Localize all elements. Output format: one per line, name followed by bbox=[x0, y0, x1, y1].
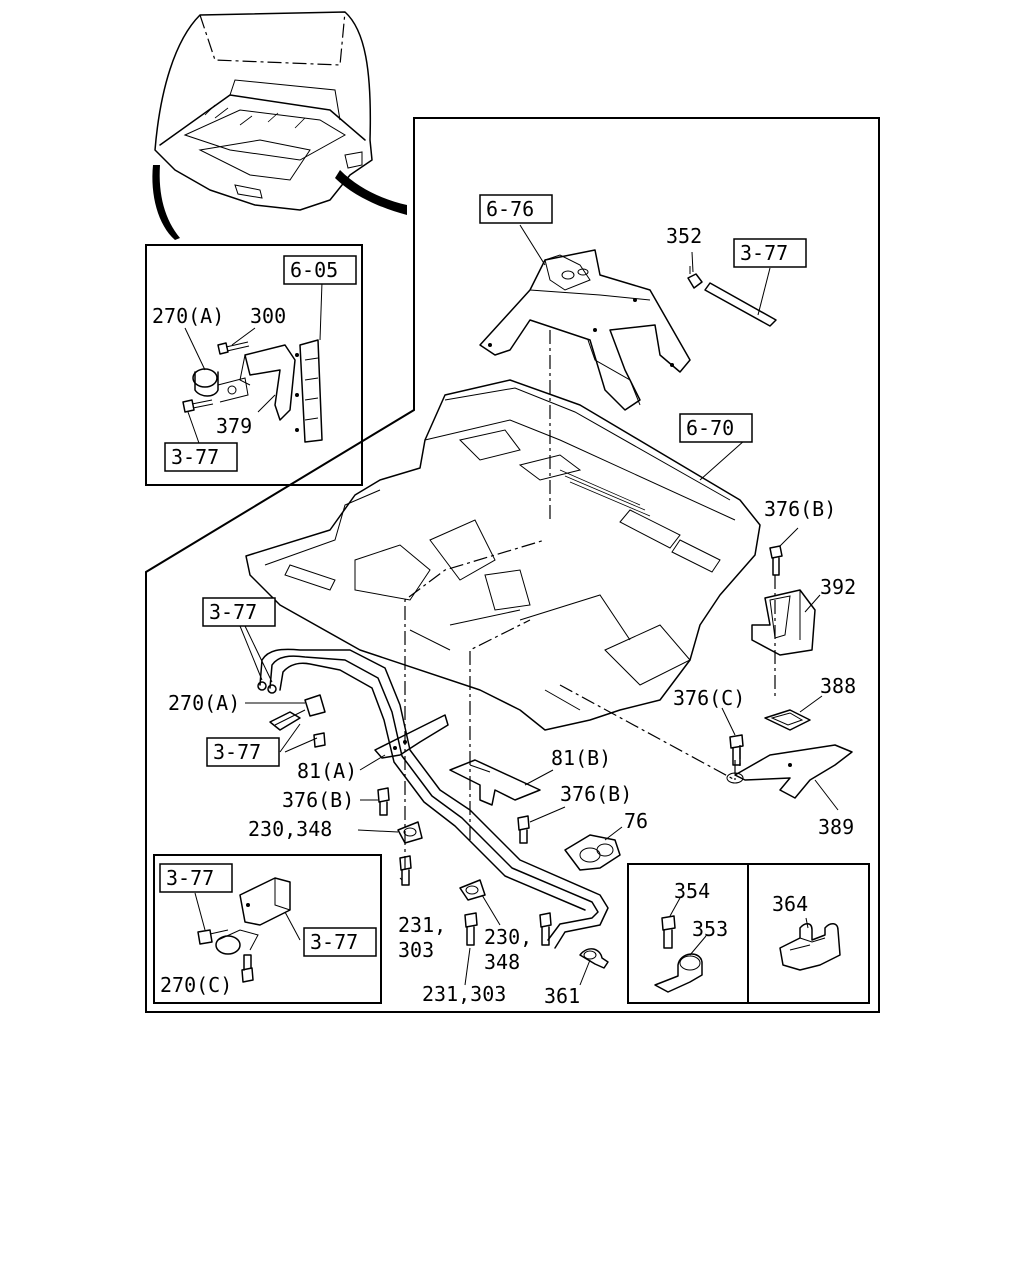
label-361: 361 bbox=[544, 984, 580, 1008]
svg-text:3-77: 3-77 bbox=[213, 740, 261, 764]
clamp-270a-main bbox=[245, 694, 326, 753]
label-388: 388 bbox=[820, 674, 856, 698]
label-354: 354 bbox=[674, 879, 710, 903]
ref-box-3-77-bolts-left: 3-77 bbox=[206, 737, 280, 767]
bracket-392-assembly bbox=[721, 527, 853, 811]
detail-354-353 bbox=[654, 897, 707, 993]
svg-text:3-77: 3-77 bbox=[171, 445, 219, 469]
bracket-6-76 bbox=[479, 224, 691, 411]
svg-text:6-76: 6-76 bbox=[486, 197, 534, 221]
svg-text:6-05: 6-05 bbox=[290, 258, 338, 282]
main-detail-frame bbox=[145, 117, 880, 1013]
svg-text:3-77: 3-77 bbox=[740, 241, 788, 265]
svg-text:6-70: 6-70 bbox=[686, 416, 734, 440]
clip-361 bbox=[539, 912, 609, 986]
ref-box-6-70: 6-70 bbox=[679, 413, 753, 443]
clip-230-348-bottom bbox=[459, 879, 501, 986]
bolt-352-and-pipe bbox=[687, 251, 777, 327]
fuel-pipes bbox=[239, 625, 609, 949]
bracket-81a bbox=[359, 714, 449, 771]
ref-box-3-77-detail-top: 3-77 bbox=[159, 863, 233, 893]
label-364: 364 bbox=[772, 892, 808, 916]
label-81a: 81(A) bbox=[297, 759, 357, 783]
label-230-line1: 230, bbox=[484, 925, 532, 949]
cab-overview-sketch bbox=[152, 11, 407, 240]
label-inset-270a: 270(A) bbox=[152, 304, 224, 328]
inset-frame-bottom bbox=[153, 854, 382, 1004]
bracket-81b bbox=[449, 759, 554, 806]
detail-364 bbox=[779, 917, 841, 971]
label-231-303-bottom: 231,303 bbox=[422, 982, 506, 1006]
ref-box-3-77-pipes-left: 3-77 bbox=[202, 597, 276, 627]
svg-text:3-77: 3-77 bbox=[209, 600, 257, 624]
ref-box-3-77-inset: 3-77 bbox=[164, 442, 238, 472]
ref-box-3-77-detail-right: 3-77 bbox=[303, 927, 377, 957]
label-376b-left: 376(B) bbox=[282, 788, 354, 812]
label-231-line2: 303 bbox=[398, 938, 434, 962]
ref-box-6-05: 6-05 bbox=[283, 255, 357, 285]
label-231-line1: 231, bbox=[398, 913, 446, 937]
svg-text:3-77: 3-77 bbox=[310, 930, 358, 954]
label-230-line2: 348 bbox=[484, 950, 520, 974]
inset-frame-top bbox=[145, 244, 363, 486]
inset-top-parts bbox=[182, 281, 323, 447]
label-inset-379: 379 bbox=[216, 414, 252, 438]
label-inset-300: 300 bbox=[250, 304, 286, 328]
label-270c: 270(C) bbox=[160, 973, 232, 997]
bolts-376b bbox=[360, 787, 566, 844]
label-352: 352 bbox=[666, 224, 702, 248]
label-376c: 376(C) bbox=[673, 686, 745, 710]
label-392: 392 bbox=[820, 575, 856, 599]
clip-230-348-top bbox=[357, 821, 423, 844]
ref-box-3-77-pipe: 3-77 bbox=[733, 238, 807, 268]
label-353: 353 bbox=[692, 917, 728, 941]
label-81b: 81(B) bbox=[551, 746, 611, 770]
svg-text:3-77: 3-77 bbox=[166, 866, 214, 890]
bolt-231-303-left bbox=[399, 855, 412, 886]
floor-panel-6-70 bbox=[245, 379, 761, 731]
label-376b-top: 376(B) bbox=[764, 497, 836, 521]
label-230-348-top: 230,348 bbox=[248, 817, 332, 841]
label-389: 389 bbox=[818, 815, 854, 839]
label-76: 76 bbox=[624, 809, 648, 833]
ref-box-6-76: 6-76 bbox=[479, 194, 553, 224]
label-270a-main: 270(A) bbox=[168, 691, 240, 715]
clip-76 bbox=[564, 826, 623, 871]
inset-bottom-parts bbox=[194, 877, 301, 983]
label-376b-mid: 376(B) bbox=[560, 782, 632, 806]
